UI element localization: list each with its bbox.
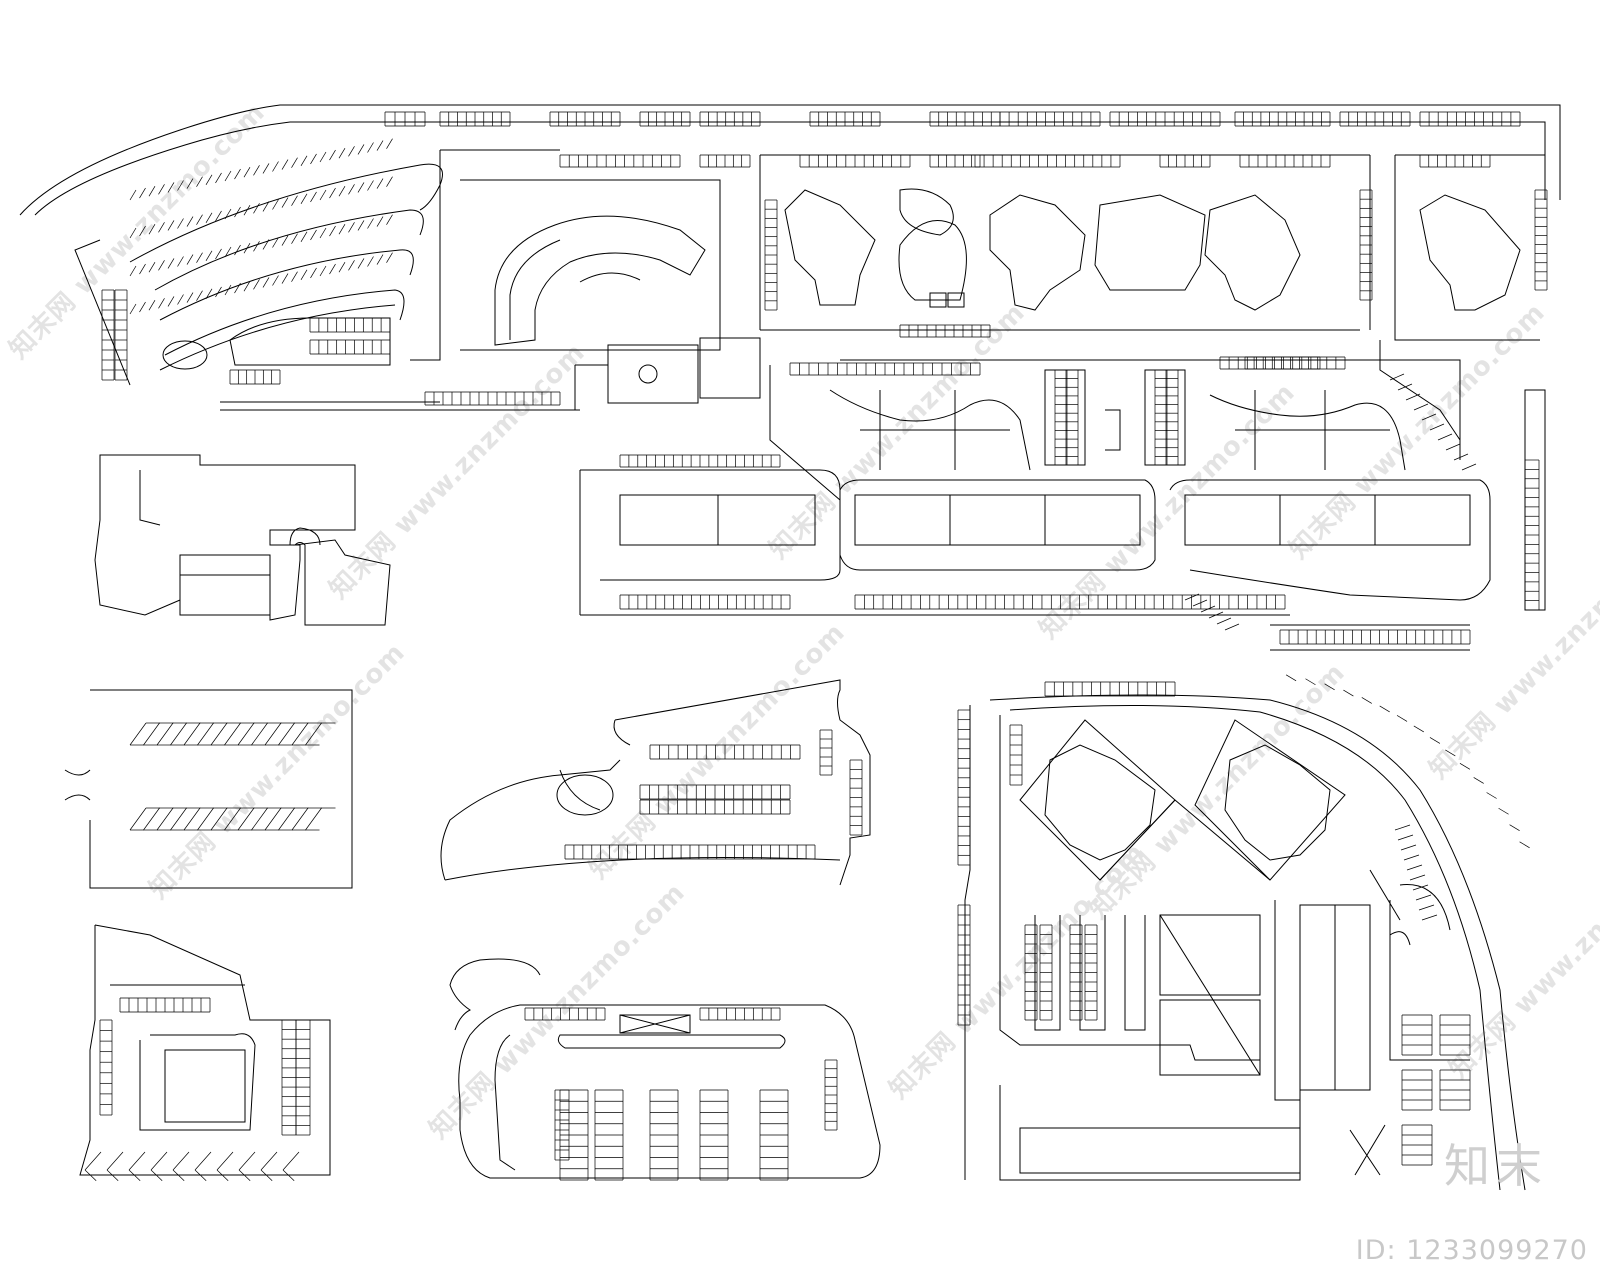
image-id-label: ID: 1233099270 xyxy=(1356,1235,1588,1266)
diagonal-parking-block xyxy=(65,690,352,888)
main-site-plan xyxy=(20,105,1560,650)
watermark-text: 知末网 www.znzmo.com xyxy=(1284,297,1552,565)
watermark-text: 知末网 www.znzmo.com xyxy=(1424,517,1600,785)
watermark-text: 知末网 www.znzmo.com xyxy=(4,97,272,365)
watermark-text: 知末网 www.znzmo.com xyxy=(1034,377,1302,645)
id-number: 1233099270 xyxy=(1406,1235,1588,1266)
watermark-text: 知末网 www.znzmo.com xyxy=(324,337,592,605)
id-prefix: ID: xyxy=(1355,1235,1397,1266)
parking-stalls-layer xyxy=(85,112,1547,1181)
bottom-center-parking-lot xyxy=(450,959,880,1178)
bottom-left-site xyxy=(80,925,330,1175)
left-building-plan xyxy=(95,455,390,625)
watermark-text: 知末网 www.znzmo.com xyxy=(424,877,692,1145)
watermark-text: 知末网 www.znzmo.com xyxy=(144,637,412,905)
center-parking-lot xyxy=(441,680,870,885)
watermark-text: 知末网 www.znzmo.com xyxy=(1084,657,1352,925)
watermark-text: 知末网 www.znzmo.com xyxy=(764,297,1032,565)
brand-logo-text: 知末 xyxy=(1444,1139,1548,1193)
